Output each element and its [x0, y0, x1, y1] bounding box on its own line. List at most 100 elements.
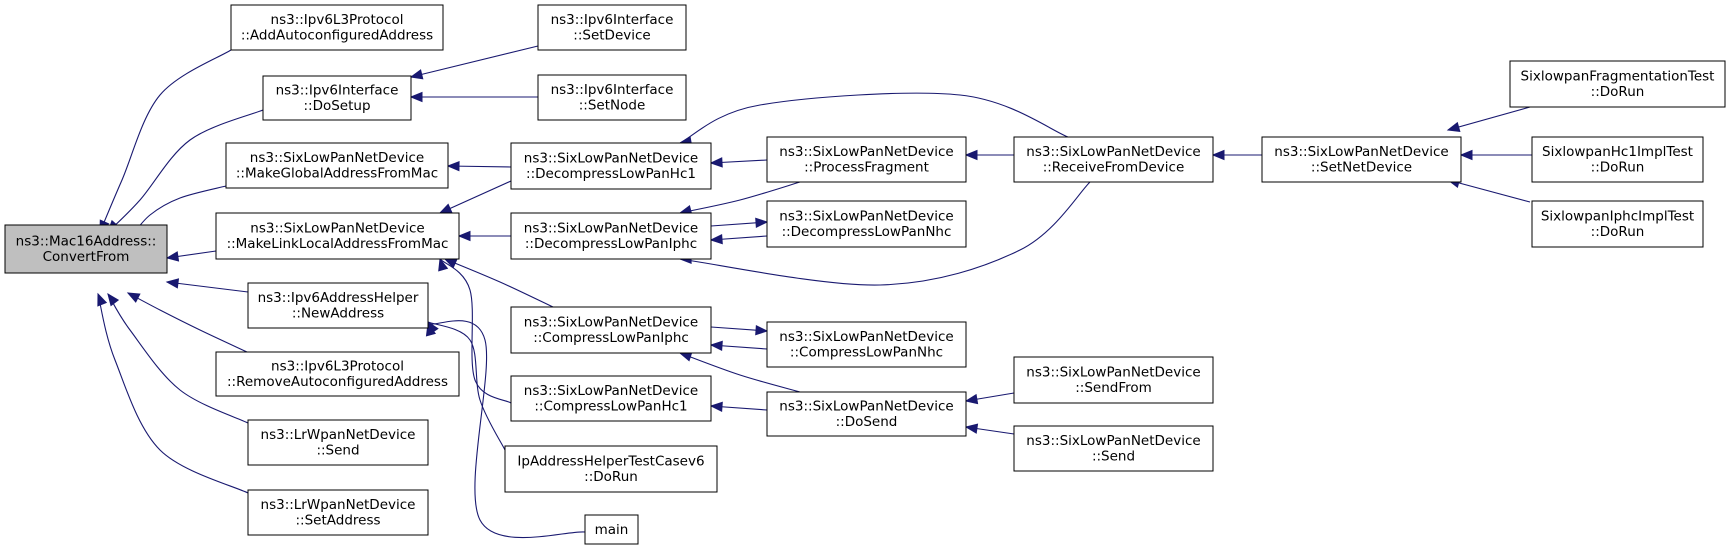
edge-slp_deciphc-to-slp_decnhc: [710, 217, 769, 229]
node-slp_global[interactable]: ns3::SixLowPanNetDevice::MakeGlobalAddre…: [225, 142, 449, 189]
arrowhead-icon: [755, 217, 769, 229]
node-label-line: ::DecompressLowPanIphc: [525, 236, 697, 252]
node-label-line: ::CompressLowPanIphc: [533, 330, 689, 346]
edge-line: [127, 292, 248, 353]
node-box: [766, 391, 967, 437]
node-ipv6if_setdevice[interactable]: ns3::Ipv6Interface::SetDevice: [537, 4, 687, 51]
node-box: [1509, 60, 1726, 108]
arrowhead-icon: [425, 322, 437, 337]
node-label-line: ns3::SixLowPanNetDevice: [524, 151, 698, 167]
arrowhead-icon: [709, 401, 723, 413]
node-box: [230, 4, 444, 51]
arrowhead-icon: [438, 203, 453, 214]
node-box: [1531, 136, 1704, 183]
node-main[interactable]: main: [584, 514, 639, 545]
node-slp_procfrag[interactable]: ns3::SixLowPanNetDevice::ProcessFragment: [766, 136, 967, 183]
node-label-line: ::SetNetDevice: [1311, 160, 1412, 176]
edge-line: [166, 281, 249, 293]
node-label-line: ::DoRun: [1591, 84, 1645, 100]
node-label-line: ::SetDevice: [573, 28, 650, 44]
node-label-line: ns3::SixLowPanNetDevice: [524, 383, 698, 399]
node-slp_send[interactable]: ns3::SixLowPanNetDevice::Send: [1013, 425, 1214, 472]
node-label-line: ::DecompressLowPanHc1: [526, 166, 696, 182]
arrowhead-icon: [964, 393, 979, 405]
node-box: [510, 212, 712, 260]
node-box: [1013, 425, 1214, 472]
node-slp_comiphc[interactable]: ns3::SixLowPanNetDevice::CompressLowPanI…: [510, 306, 712, 354]
arrowhead-icon: [964, 423, 979, 434]
edge-slp_comiphc-to-slp_linklocal: [443, 258, 556, 309]
node-slp_comnhc[interactable]: ns3::SixLowPanNetDevice::CompressLowPanN…: [766, 321, 967, 368]
node-ipv6l3_remove[interactable]: ns3::Ipv6L3Protocol::RemoveAutoconfigure…: [215, 351, 460, 397]
node-test_frag[interactable]: SixlowpanFragmentationTest::DoRun: [1509, 60, 1726, 108]
node-ipv6if_dosetup[interactable]: ns3::Ipv6Interface::DoSetup: [262, 75, 412, 121]
node-lrwpan_setaddr[interactable]: ns3::LrWpanNetDevice::SetAddress: [247, 489, 429, 536]
node-label-line: main: [595, 522, 629, 538]
node-lrwpan_send[interactable]: ns3::LrWpanNetDevice::Send: [247, 419, 429, 466]
edge-slp_comiphc-to-slp_comnhc: [710, 324, 769, 336]
node-label-line: ::CompressLowPanHc1: [534, 399, 687, 415]
node-slp_setnetdev[interactable]: ns3::SixLowPanNetDevice::SetNetDevice: [1261, 136, 1462, 183]
node-label-line: ns3::Ipv6L3Protocol: [271, 359, 404, 375]
node-slp_comhc1[interactable]: ns3::SixLowPanNetDevice::CompressLowPanH…: [510, 375, 712, 422]
edge-slp_comnhc-to-slp_comiphc: [709, 340, 768, 352]
node-label-line: ::ProcessFragment: [804, 160, 929, 176]
node-box: [225, 142, 449, 189]
node-test_hc1[interactable]: SixlowpanHc1ImplTest::DoRun: [1531, 136, 1704, 183]
node-slp_dechc1[interactable]: ns3::SixLowPanNetDevice::DecompressLowPa…: [510, 142, 712, 190]
node-slp_decnhc[interactable]: ns3::SixLowPanNetDevice::DecompressLowPa…: [766, 200, 967, 248]
arrowhead-icon: [165, 251, 180, 262]
node-label-line: ::DoRun: [1591, 160, 1645, 176]
node-label-line: ns3::SixLowPanNetDevice: [779, 329, 953, 345]
node-ipv6l3_add[interactable]: ns3::Ipv6L3Protocol::AddAutoconfiguredAd…: [230, 4, 444, 51]
edge-slp_procfrag-to-slp_dechc1: [709, 157, 768, 168]
arrowhead-icon: [409, 69, 424, 80]
node-ipv6if_setnode[interactable]: ns3::Ipv6Interface::SetNode: [537, 74, 687, 121]
node-label-line: ns3::Ipv6L3Protocol: [271, 12, 404, 28]
node-label-line: ::DoSend: [836, 414, 898, 430]
node-slp_sendfrom[interactable]: ns3::SixLowPanNetDevice::SendFrom: [1013, 356, 1214, 404]
node-box: [247, 489, 429, 536]
node-label-line: ns3::SixLowPanNetDevice: [1274, 144, 1448, 160]
node-label-line: ::ReceiveFromDevice: [1043, 160, 1185, 176]
edge-ipv6if_setnode-to-ipv6if_dosetup: [409, 91, 538, 103]
arrowhead-icon: [446, 160, 460, 172]
node-test_iphc[interactable]: SixlowpanIphcImplTest::DoRun: [1531, 200, 1704, 248]
edge-line: [1447, 106, 1531, 131]
edge-ipv6helper_new-to-root: [165, 278, 249, 293]
arrowhead-icon: [755, 324, 769, 336]
node-label-line: ns3::LrWpanNetDevice: [261, 497, 416, 513]
node-label-line: ns3::SixLowPanNetDevice: [524, 315, 698, 331]
edge-slp_comhc1-to-slp_linklocal: [438, 257, 512, 404]
node-box: [537, 4, 687, 51]
node-label-line: ::DoRun: [1591, 224, 1645, 240]
node-ipv6helper_new[interactable]: ns3::Ipv6AddressHelper::NewAddress: [247, 282, 429, 329]
node-label-line: ns3::SixLowPanNetDevice: [779, 144, 953, 160]
node-label-line: ::DecompressLowPanNhc: [782, 224, 952, 240]
node-label-line: ns3::SixLowPanNetDevice: [779, 209, 953, 225]
node-slp_recv[interactable]: ns3::SixLowPanNetDevice::ReceiveFromDevi…: [1013, 136, 1214, 183]
node-iphelper_test[interactable]: IpAddressHelperTestCasev6::DoRun: [504, 445, 718, 493]
node-slp_dosend[interactable]: ns3::SixLowPanNetDevice::DoSend: [766, 391, 967, 437]
node-root[interactable]: ns3::Mac16Address::ConvertFrom: [4, 224, 168, 274]
node-slp_linklocal[interactable]: ns3::SixLowPanNetDevice::MakeLinkLocalAd…: [215, 212, 460, 260]
node-label-line: ::DoSetup: [303, 98, 370, 114]
node-box: [504, 445, 718, 493]
node-slp_deciphc[interactable]: ns3::SixLowPanNetDevice::DecompressLowPa…: [510, 212, 712, 260]
nodes-layer: ns3::Mac16Address::ConvertFromns3::Ipv6L…: [4, 4, 1726, 545]
node-box: [215, 212, 460, 260]
node-box: [766, 321, 967, 368]
node-box: [1013, 356, 1214, 404]
edge-slp_recv-to-slp_procfrag: [964, 149, 1014, 161]
arrowhead-icon: [165, 278, 180, 289]
edge-line: [679, 92, 1069, 144]
node-box: [247, 282, 429, 329]
node-label-line: ns3::Mac16Address::: [16, 234, 157, 250]
edge-line: [427, 321, 506, 451]
node-label-line: ::SetAddress: [295, 513, 380, 529]
edge-slp_linklocal-to-root: [165, 250, 217, 262]
arrowhead-icon: [709, 157, 723, 168]
node-box: [4, 224, 168, 274]
edge-slp_dechc1-to-slp_linklocal: [438, 180, 512, 214]
node-label-line: SixlowpanIphcImplTest: [1541, 209, 1694, 225]
